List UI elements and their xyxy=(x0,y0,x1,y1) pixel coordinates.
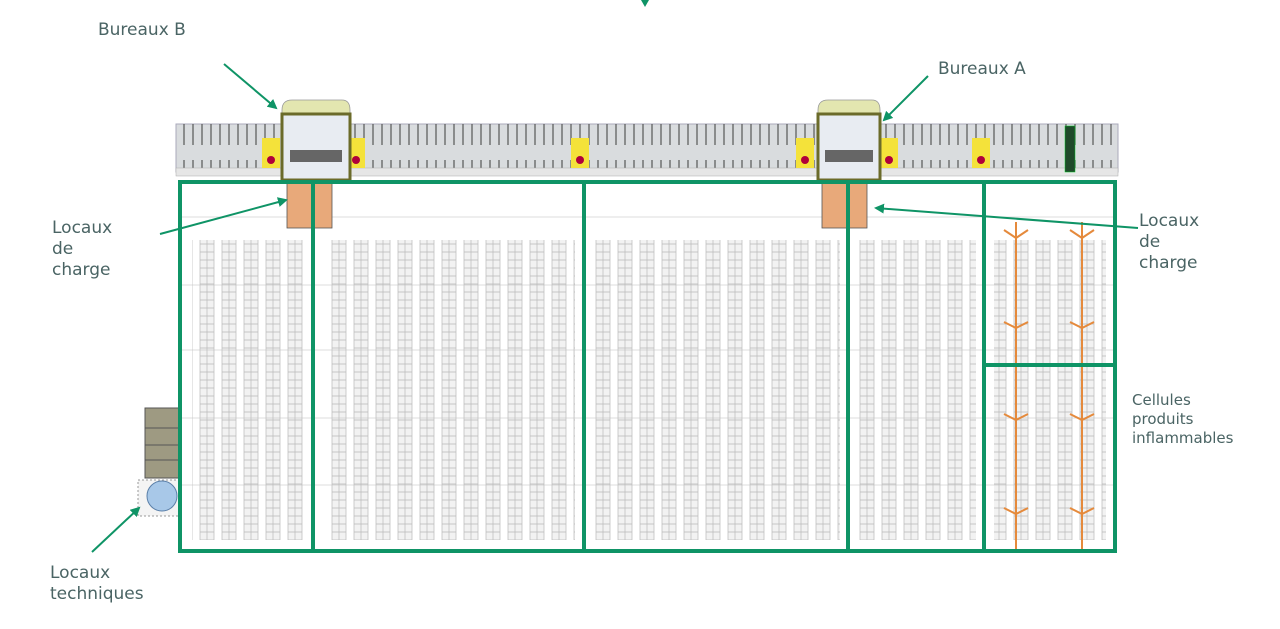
annotation-arrows xyxy=(91,63,1139,553)
cell-frames xyxy=(178,180,1117,553)
label-cellules-inflammables: Cellules produits inflammables xyxy=(1132,391,1234,447)
bureaux-a-block xyxy=(816,99,882,182)
label-locaux-charge-right: Locaux de charge xyxy=(1139,211,1200,273)
arrowhead-top xyxy=(641,0,649,7)
label-bureaux-b: Bureaux B xyxy=(98,20,186,40)
arrow-charge-right xyxy=(874,203,1139,229)
label-locaux-charge-left: Locaux de charge xyxy=(52,218,113,280)
locaux-charge-b xyxy=(286,181,333,229)
label-locaux-techniques: Locaux techniques xyxy=(50,563,144,604)
rack-rows xyxy=(192,240,1106,540)
arrow-bureaux-a xyxy=(882,75,929,122)
bureaux-b-block xyxy=(280,99,352,182)
sprinkler-lines xyxy=(1003,222,1095,551)
label-bureaux-a: Bureaux A xyxy=(938,59,1026,79)
arrow-techniques xyxy=(91,506,141,553)
green-equipment-icon xyxy=(1064,125,1076,173)
arrow-charge-left xyxy=(159,197,288,235)
grid-lines xyxy=(180,216,1115,486)
locaux-charge-a xyxy=(821,181,868,229)
arrow-bureaux-b xyxy=(223,63,278,110)
locaux-techniques-block xyxy=(137,407,181,517)
